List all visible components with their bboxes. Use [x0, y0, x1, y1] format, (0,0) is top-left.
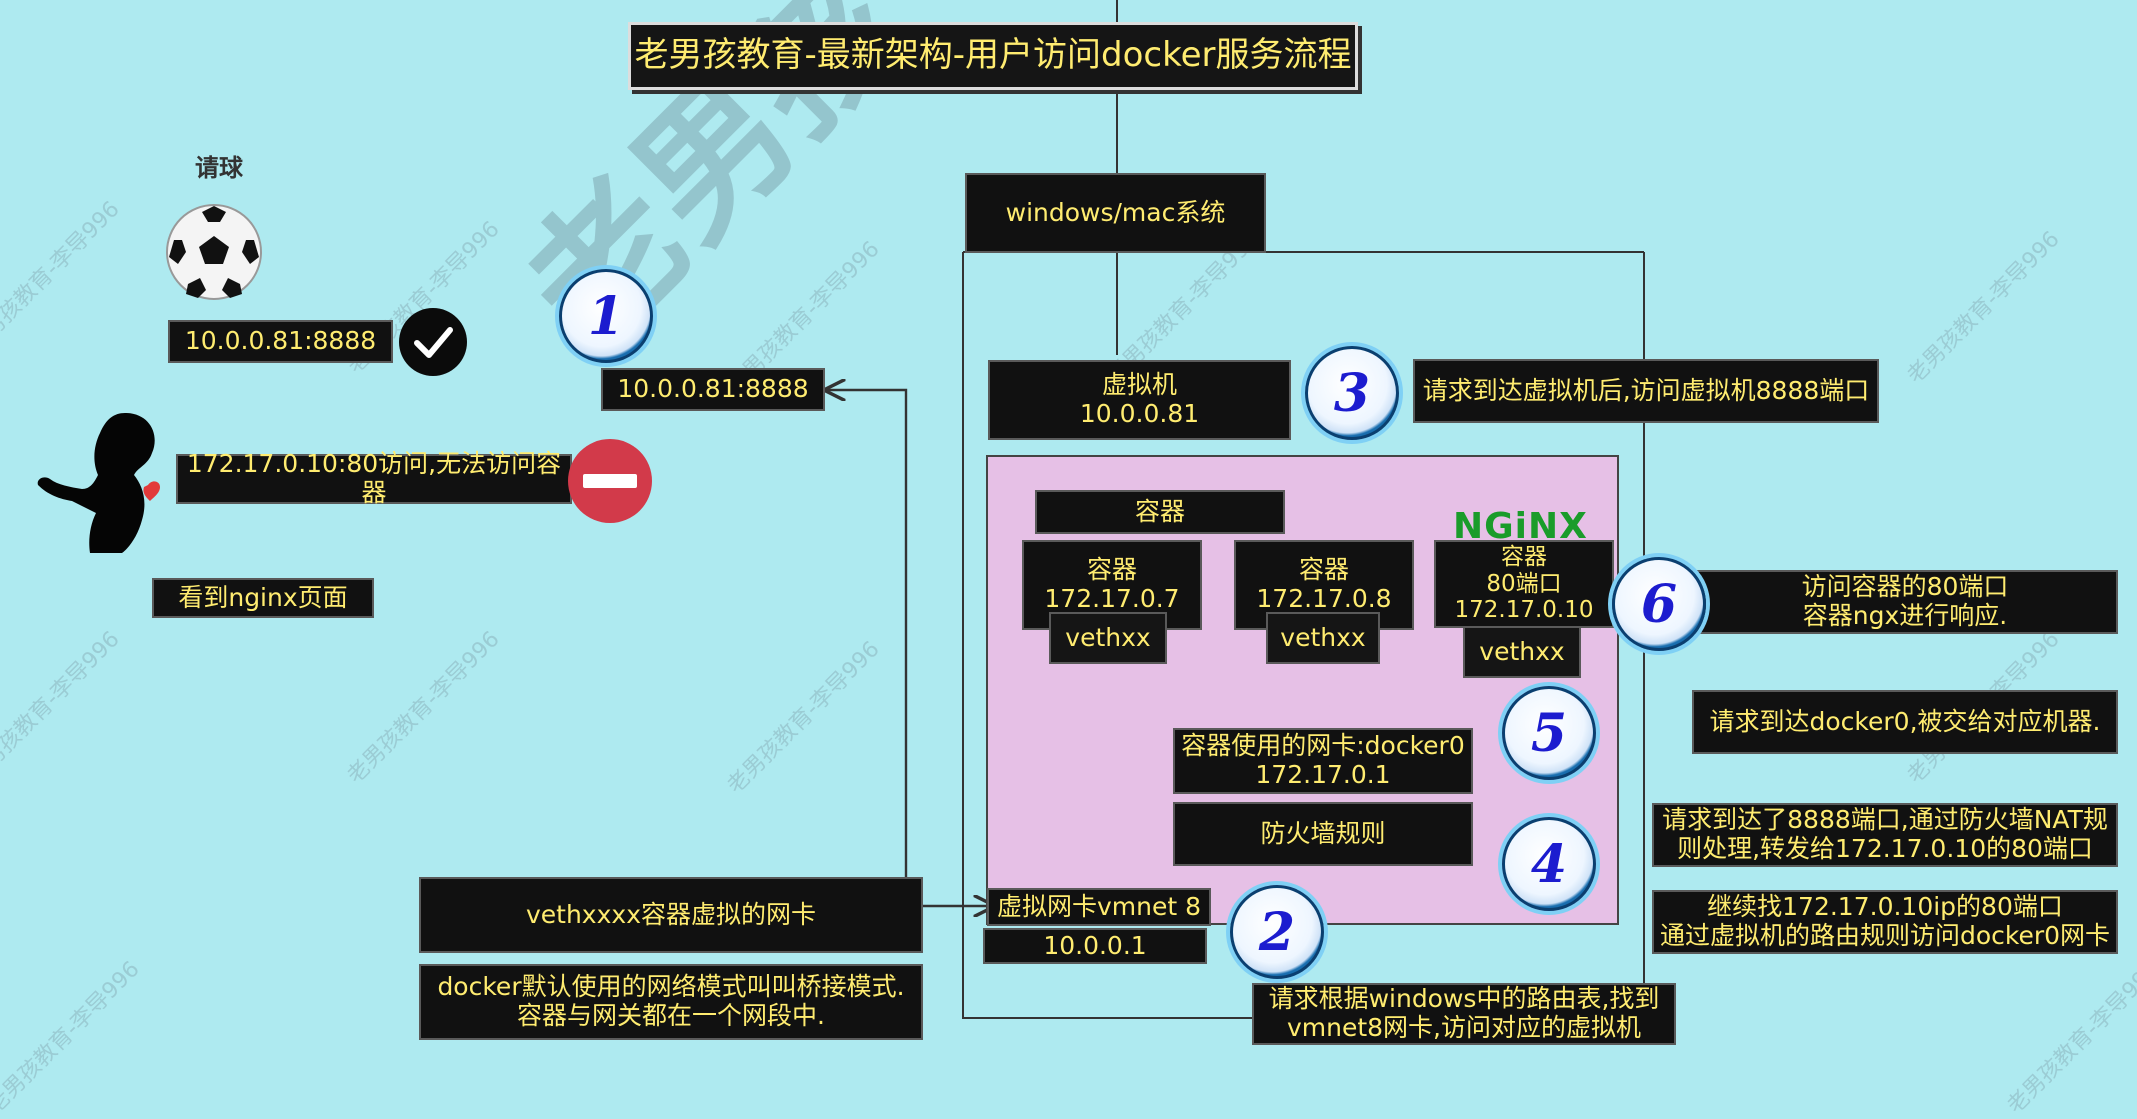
step4-note: 请求到达了8888端口,通过防火墙NAT规 则处理,转发给172.17.0.10… — [1652, 803, 2118, 867]
step5-note: 请求到达docker0,被交给对应机器. — [1692, 690, 2118, 754]
page-title: 老男孩教育-最新架构-用户访问docker服务流程 — [628, 22, 1358, 90]
container-group-label: 容器 — [1035, 490, 1285, 534]
soccer-ball-icon — [166, 204, 262, 300]
step-badge-5: 5 — [1502, 686, 1596, 780]
vm-label: 虚拟机 10.0.0.81 — [988, 360, 1291, 440]
no-entry-icon — [568, 439, 652, 523]
bridge-note: docker默认使用的网络模式叫叫桥接模式. 容器与网关都在一个网段中. — [419, 964, 923, 1040]
step-badge-6: 6 — [1612, 557, 1706, 651]
step1-address-label: 10.0.0.81:8888 — [601, 368, 825, 411]
firewall-label: 防火墙规则 — [1173, 802, 1473, 866]
vmnet-label: 虚拟网卡vmnet 8 — [987, 888, 1211, 926]
container-3-veth: vethxx — [1463, 626, 1581, 678]
step3-note: 请求到达虚拟机后,访问虚拟机8888端口 — [1413, 359, 1879, 423]
step-badge-3: 3 — [1305, 346, 1399, 440]
os-label: windows/mac系统 — [965, 173, 1266, 253]
step-badge-4: 4 — [1502, 817, 1596, 911]
denied-access-label: 172.17.0.10:80访问,无法访问容器 — [176, 449, 572, 507]
container-1-veth: vethxx — [1049, 612, 1167, 664]
vmnet-ip-label: 10.0.0.1 — [983, 928, 1207, 964]
docker0-label: 容器使用的网卡:docker0 172.17.0.1 — [1173, 728, 1473, 794]
veth-note: vethxxxx容器虚拟的网卡 — [419, 877, 923, 953]
ball-address-label: 10.0.0.81:8888 — [168, 320, 393, 363]
container-2-veth: vethxx — [1266, 612, 1380, 664]
step6-note: 访问容器的80端口 容器ngx进行响应. — [1692, 570, 2118, 634]
route-note: 继续找172.17.0.10ip的80端口 通过虚拟机的路由规则访问docker… — [1652, 890, 2118, 954]
ball-caption: 请球 — [195, 154, 243, 182]
step2-note: 请求根据windows中的路由表,找到 vmnet8网卡,访问对应的虚拟机 — [1252, 983, 1676, 1045]
step-badge-1: 1 — [559, 269, 653, 363]
check-icon — [399, 308, 467, 376]
step-badge-2: 2 — [1230, 885, 1324, 979]
container-3: 容器 80端口 172.17.0.10 — [1434, 540, 1614, 628]
nginx-page-label: 看到nginx页面 — [152, 578, 374, 618]
woman-silhouette-icon — [37, 413, 160, 553]
